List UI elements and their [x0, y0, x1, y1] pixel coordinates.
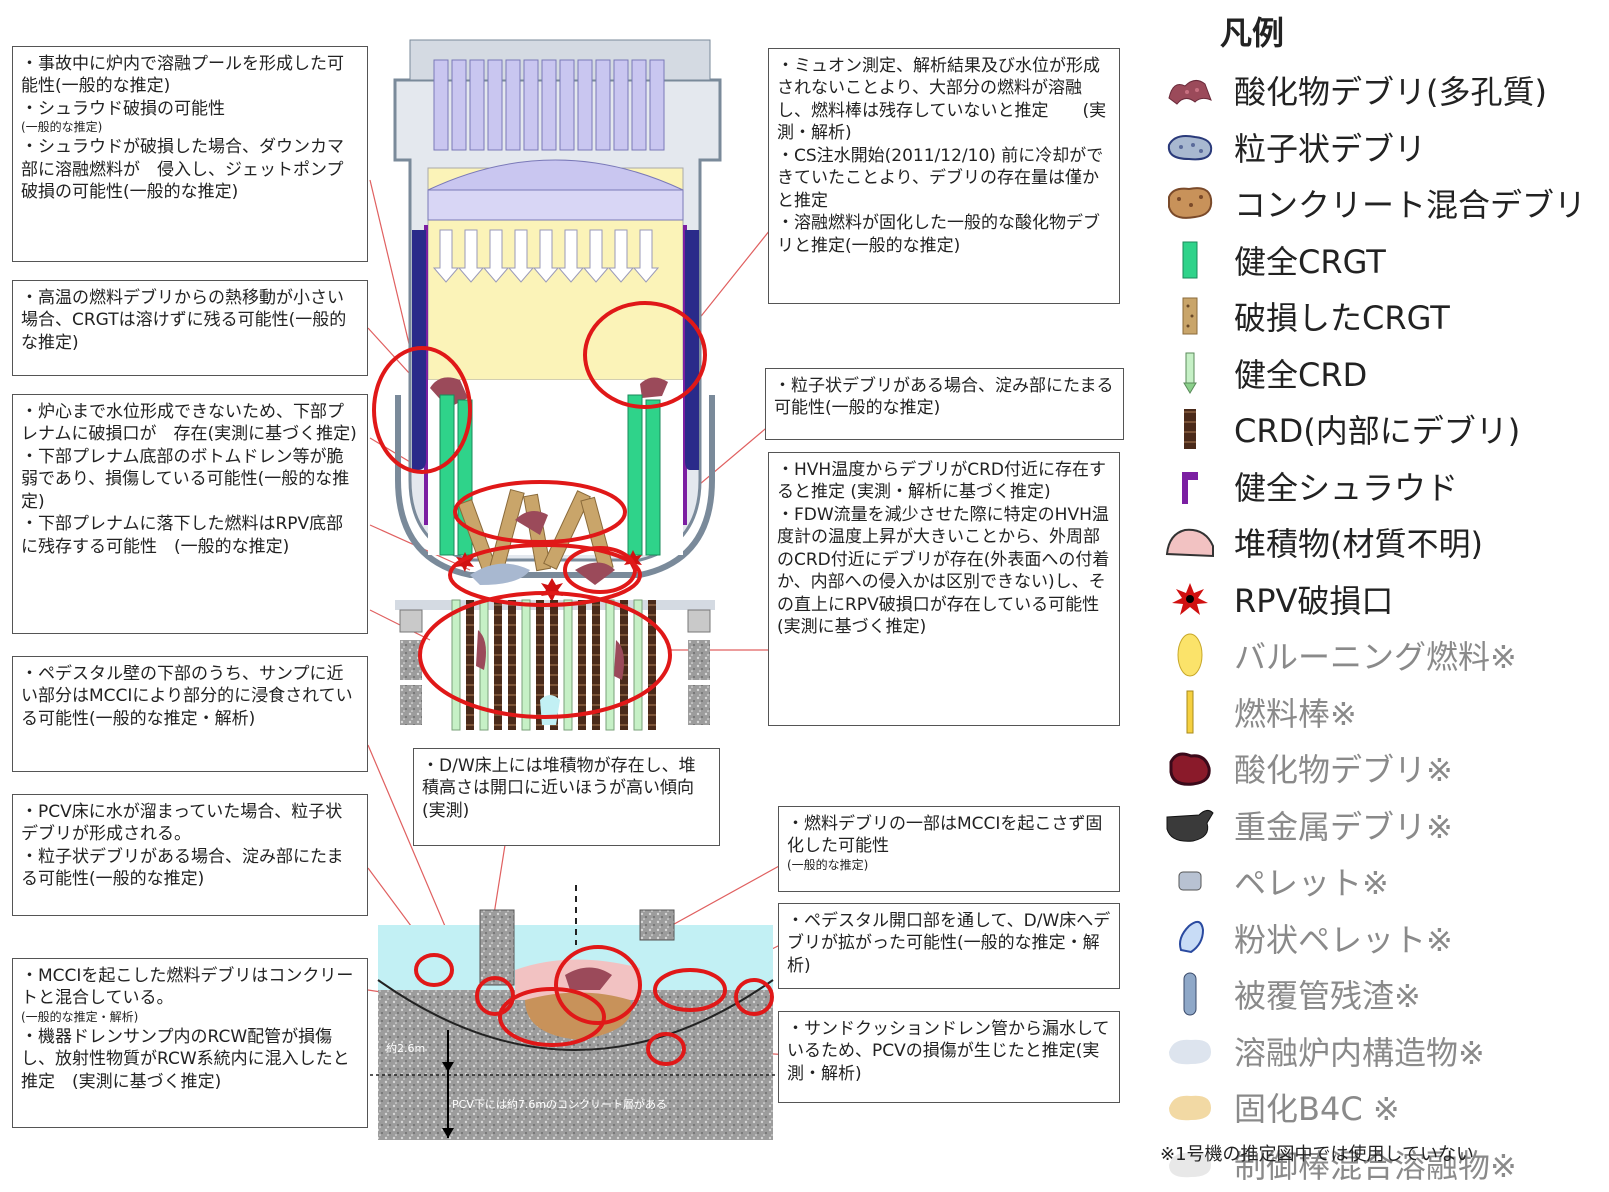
- legend-item: 重金属デブリ※: [1160, 797, 1609, 854]
- annotation-lower-plenum: ・炉心まで水位形成できないため、下部プレナムに破損口が 存在(実測に基づく推定)…: [12, 394, 368, 634]
- damaged-crgt-icon: [1160, 291, 1220, 341]
- particulate-debris-icon: [1160, 122, 1220, 172]
- crd-with-debris-icon: [1160, 404, 1220, 454]
- annotation-stagnant-particulate: ・粒子状デブリがある場合、淀み部にたまる可能性(一般的な推定): [765, 368, 1124, 440]
- rpv-breach-icon: [1160, 574, 1220, 624]
- intact-crgt-icon: [1160, 235, 1220, 285]
- heavy-metal-debris-icon: [1160, 800, 1220, 850]
- legend-item: RPV破損口: [1160, 571, 1609, 628]
- legend-item: 酸化物デブリ(多孔質): [1160, 62, 1609, 119]
- powder-pellet-icon: [1160, 913, 1220, 963]
- legend-item: コンクリート混合デブリ: [1160, 175, 1609, 232]
- legend-item: バルーニング燃料※: [1160, 627, 1609, 684]
- concrete-mixed-debris-icon: [1160, 178, 1220, 228]
- legend-item: 健全CRGT: [1160, 232, 1609, 289]
- annotation-pedestal-wall: ・ペデスタル壁の下部のうち、サンプに近い部分はMCCIにより部分的に浸食されてい…: [12, 656, 368, 772]
- ballooning-fuel-icon: [1160, 630, 1220, 680]
- annotation-muon-measurement: ・ミュオン測定、解析結果及び水位が形成されないことより、大部分の燃料が溶融し、燃…: [768, 48, 1120, 304]
- annotation-molten-pool: ・事故中に炉内で溶融プールを形成した可能性(一般的な推定)・シュラウド破損の可能…: [12, 46, 368, 262]
- oxide-debris-icon: [1160, 743, 1220, 793]
- legend-footnote: ※1号機の推定図中では使用していない: [1160, 1140, 1474, 1166]
- porous-oxide-debris-icon: [1160, 65, 1220, 115]
- annotation-dw-floor-deposit: ・D/W床上には堆積物が存在し、堆積高さは開口に近いほうが高い傾向 (実測): [413, 748, 720, 846]
- rpv-vessel: [395, 40, 720, 730]
- intact-crd-icon: [1160, 348, 1220, 398]
- legend-item: 燃料棒※: [1160, 684, 1609, 741]
- legend: 酸化物デブリ(多孔質) 粒子状デブリ コンクリート混合デブリ 健全CRGT 破損…: [1160, 62, 1609, 1192]
- molten-internals-icon: [1160, 1026, 1220, 1076]
- legend-title: 凡例: [1220, 8, 1284, 54]
- annotation-hvh-temperature: ・HVH温度からデブリがCRD付近に存在すると推定 (実測・解析に基づく推定)・…: [768, 452, 1120, 726]
- annotation-sand-cushion-drain: ・サンドクッションドレン管から漏水しているため、PCVの損傷が生じたと推定(実測…: [778, 1011, 1120, 1103]
- cladding-residue-icon: [1160, 969, 1220, 1019]
- annotation-crgt-remain: ・高温の燃料デブリからの熱移動が小さい場合、CRGTは溶けずに残る可能性(一般的…: [12, 280, 368, 376]
- depth-label: 約2.6m: [386, 1041, 425, 1055]
- legend-item: 健全CRD: [1160, 345, 1609, 402]
- annotation-pedestal-opening: ・ペデスタル開口部を通して、D/W床へデブリが拡がった可能性(一般的な推定・解析…: [778, 903, 1120, 989]
- annotation-mcci-concrete: ・MCCIを起こした燃料デブリはコンクリートと混合している。(一般的な推定・解析…: [12, 958, 368, 1128]
- legend-item: 粒子状デブリ: [1160, 119, 1609, 176]
- legend-item: 被覆管残渣※: [1160, 966, 1609, 1023]
- solidified-b4c-icon: [1160, 1082, 1220, 1132]
- annotation-no-mcci: ・燃料デブリの一部はMCCIを起こさず固化した可能性(一般的な推定): [778, 806, 1120, 892]
- legend-item: 固化B4C ※: [1160, 1079, 1609, 1136]
- pellet-icon: [1160, 856, 1220, 906]
- legend-item: CRD(内部にデブリ): [1160, 401, 1609, 458]
- pcv-bottom-section: 約2.6m PCV下には約7.6mのコンクリート層がある: [370, 885, 775, 1140]
- legend-item: 破損したCRGT: [1160, 288, 1609, 345]
- annotation-pcv-floor-water: ・PCV床に水が溜まっていた場合、粒子状デブリが形成される。・粒子状デブリがある…: [12, 794, 368, 916]
- deposit-icon: [1160, 517, 1220, 567]
- legend-item: ペレット※: [1160, 853, 1609, 910]
- legend-item: 堆積物(材質不明): [1160, 514, 1609, 571]
- legend-item: 健全シュラウド: [1160, 458, 1609, 515]
- concrete-layer-label: PCV下には約7.6mのコンクリート層がある: [452, 1097, 667, 1111]
- legend-item: 溶融炉内構造物※: [1160, 1023, 1609, 1080]
- legend-item: 酸化物デブリ※: [1160, 740, 1609, 797]
- legend-item: 粉状ペレット※: [1160, 910, 1609, 967]
- intact-shroud-icon: [1160, 461, 1220, 511]
- fuel-rod-icon: [1160, 687, 1220, 737]
